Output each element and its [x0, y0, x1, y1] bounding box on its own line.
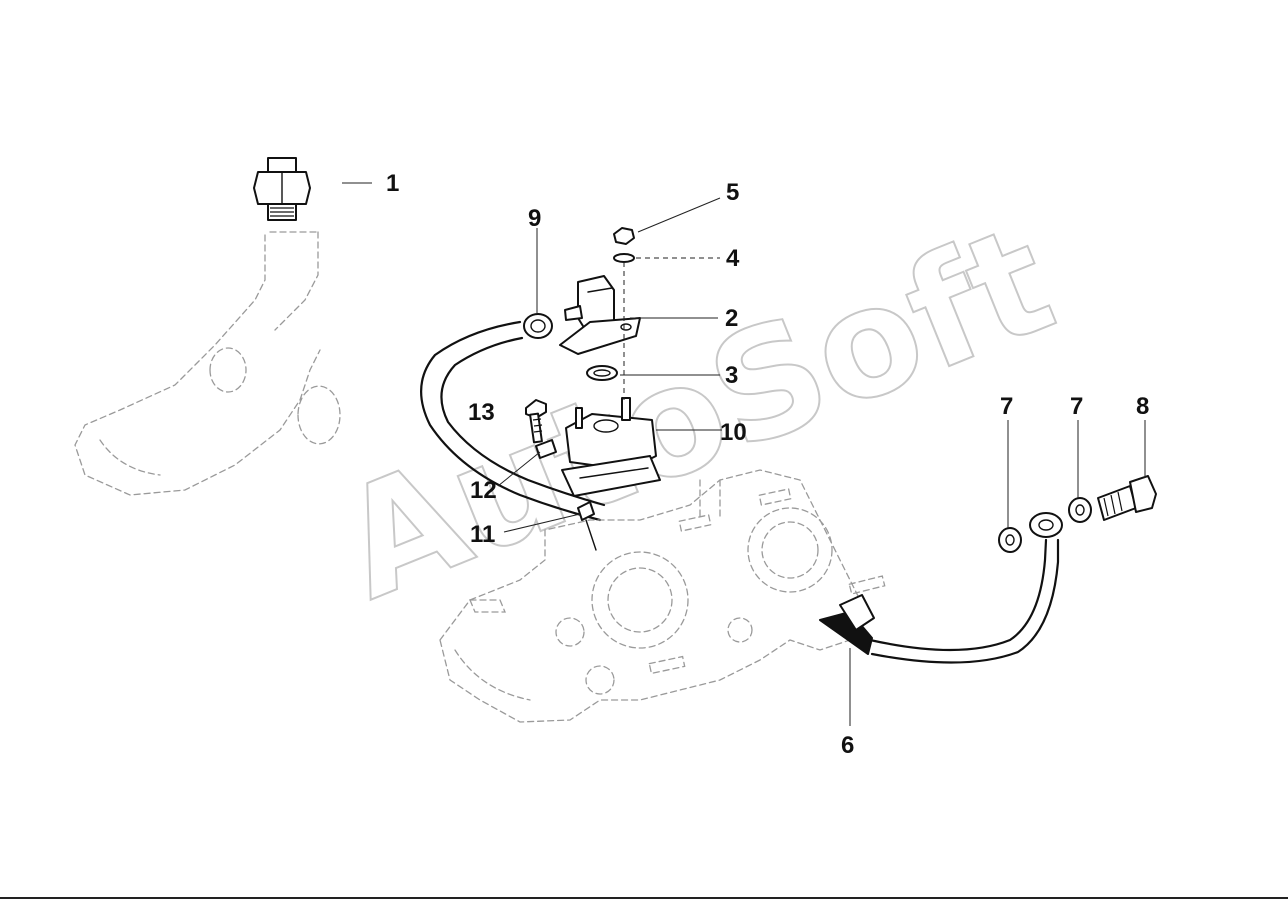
part-hose-clamp [523, 313, 553, 339]
callout-1: 1 [386, 170, 399, 197]
callout-6: 6 [841, 732, 854, 759]
watermark-text: AutoSoft [318, 193, 1075, 634]
part-adapter-flange [561, 397, 661, 497]
callout-7a: 7 [1000, 393, 1013, 420]
callout-7b: 7 [1070, 393, 1083, 420]
callout-12: 12 [470, 477, 497, 504]
callout-11: 11 [470, 521, 495, 548]
leader-lines [342, 182, 1146, 726]
bottom-rule [0, 897, 1288, 899]
part-temperature-switch [253, 157, 311, 221]
part-banjo-bolt [1097, 475, 1157, 521]
callout-9: 9 [528, 205, 541, 232]
callout-13: 13 [468, 399, 495, 426]
part-small-screw [577, 501, 597, 551]
callout-8: 8 [1136, 393, 1149, 420]
ghost-pipe-outline [74, 231, 341, 496]
part-washer-a [998, 527, 1022, 553]
callout-5: 5 [726, 179, 739, 206]
part-washer-b [1068, 497, 1092, 523]
part-bolt [525, 399, 547, 444]
callout-4: 4 [726, 245, 740, 272]
vacuum-hose [420, 320, 606, 522]
callout-10: 10 [720, 419, 747, 446]
part-gasket [586, 365, 618, 381]
part-ground-strap [819, 512, 1063, 664]
callout-2: 2 [725, 305, 738, 332]
watermark: AutoSoft [317, 192, 1076, 635]
callout-labels: 1 2 3 4 5 6 7 7 8 9 10 11 12 13 [386, 170, 1149, 759]
part-valve [559, 275, 641, 355]
part-nut [613, 227, 635, 245]
part-washer-small [613, 253, 635, 263]
part-bracket [535, 439, 557, 459]
callout-3: 3 [725, 362, 738, 389]
